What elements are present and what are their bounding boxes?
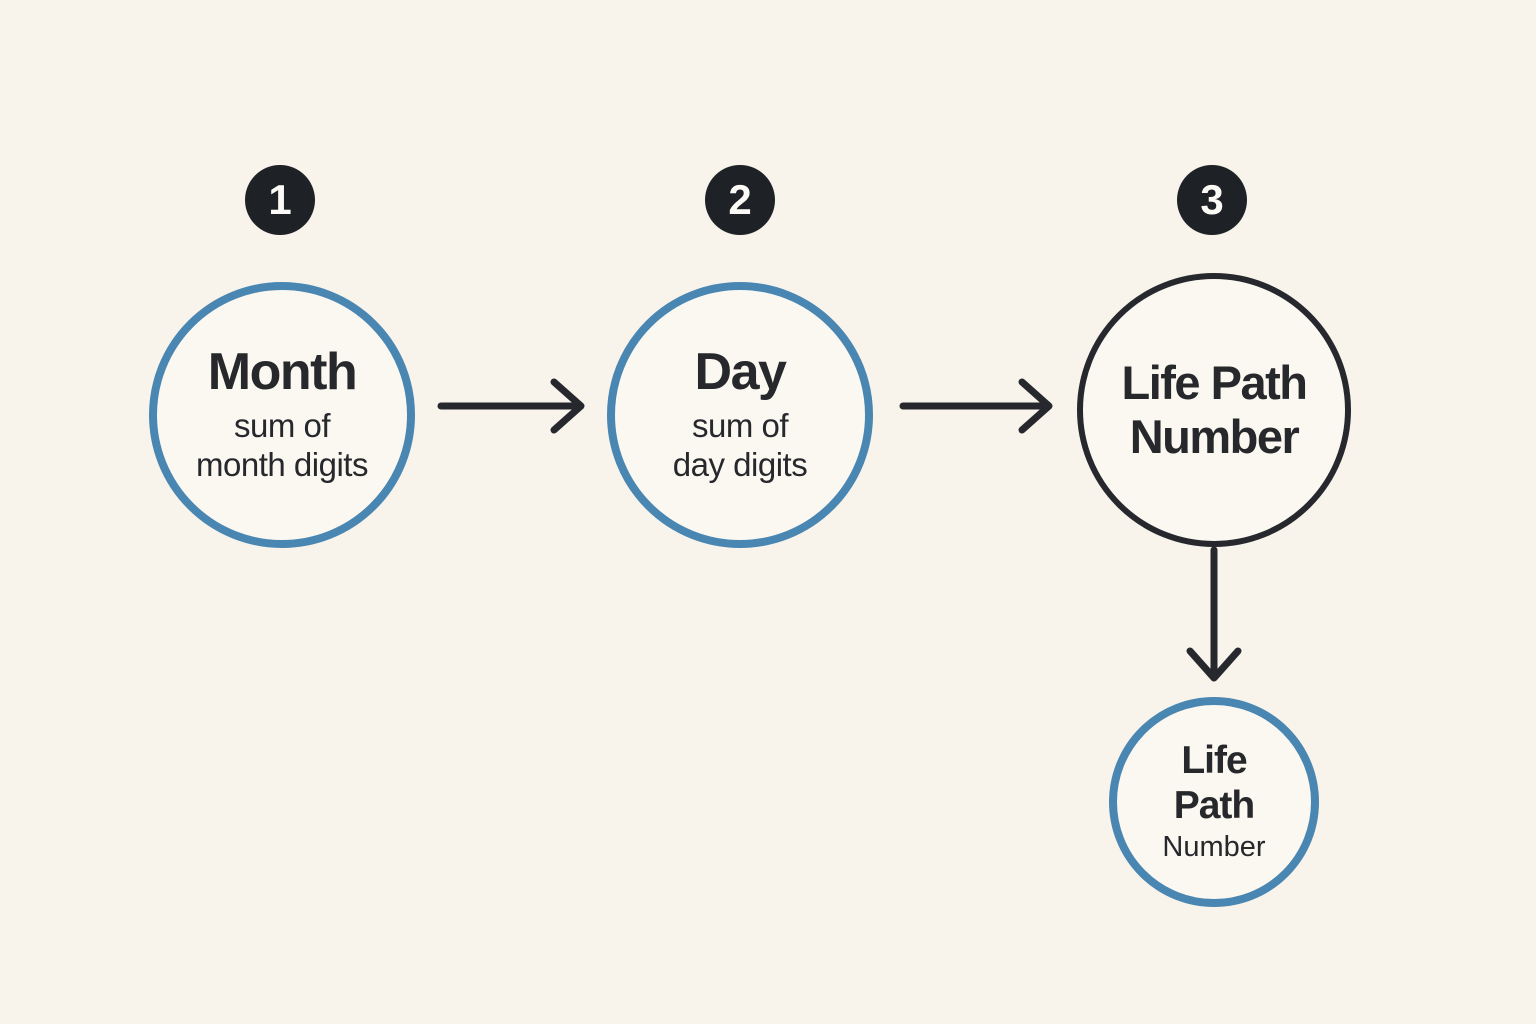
result-node-subtitle: Number [1162,831,1266,864]
month-node-subtitle-line1: sum of [233,407,331,445]
arrow-month-to-day [437,378,585,434]
step-badge-3-number: 3 [1200,176,1224,223]
month-node: Month sum of month digits [149,282,415,548]
day-node-subtitle: sum of day digits [672,407,808,485]
day-node: Day sum of day digits [607,282,873,548]
day-node-subtitle-line2: day digits [672,446,808,484]
month-node-subtitle-line2: month digits [196,446,368,484]
result-node-title-line2: Path [1173,783,1256,827]
day-node-subtitle-line1: sum of [691,407,789,445]
arrow-day-to-lpn [899,378,1053,434]
step-badge-1-number: 1 [268,176,292,223]
step-badge-3: 3 [1177,165,1247,235]
result-node-title: Life Path [1173,738,1256,829]
step-badge-1: 1 [245,165,315,235]
life-path-number-node-title-line1: Life Path [1121,355,1308,409]
result-node-title-line1: Life [1181,738,1247,782]
step-badge-2-number: 2 [728,176,752,223]
life-path-number-node-title: Life Path Number [1121,355,1308,464]
result-node: Life Path Number [1109,697,1319,907]
month-node-subtitle: sum of month digits [196,407,368,485]
life-path-number-node-title-line2: Number [1129,410,1300,463]
day-node-title: Day [694,342,787,401]
month-node-title: Month [207,342,358,401]
life-path-number-node: Life Path Number [1077,273,1351,547]
step-badge-2: 2 [705,165,775,235]
arrow-lpn-to-result [1186,546,1242,682]
